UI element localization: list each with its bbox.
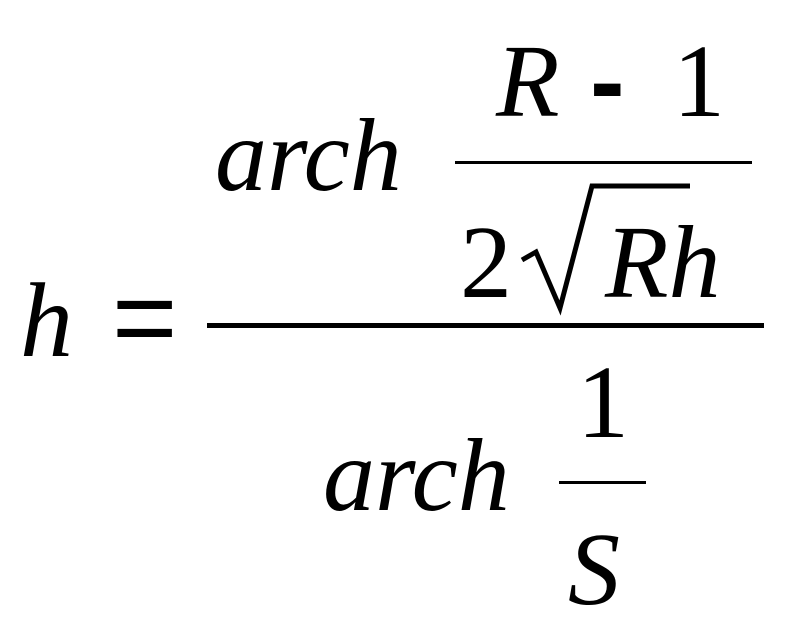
denominator-frac-top-one: 1 (577, 345, 629, 460)
numerator-radicand: Rh (605, 205, 721, 320)
main-fraction-bar (207, 323, 764, 328)
sqrt-radical-icon (520, 183, 690, 316)
numerator-frac-bottom-coef: 2 (460, 205, 512, 320)
denominator-arch-function: arch (323, 418, 510, 533)
numerator-frac-top-minus: - (590, 24, 625, 140)
numerator-frac-top-var: R (496, 24, 560, 139)
denominator-frac-bottom-var: S (568, 512, 620, 627)
numerator-frac-top-one: 1 (673, 24, 725, 139)
denominator-inner-fraction-bar (559, 481, 646, 484)
numerator-arch-function: arch (215, 98, 402, 213)
lhs-variable: h (20, 262, 73, 379)
equals-sign: = (112, 255, 178, 380)
numerator-inner-fraction-bar (455, 161, 752, 164)
